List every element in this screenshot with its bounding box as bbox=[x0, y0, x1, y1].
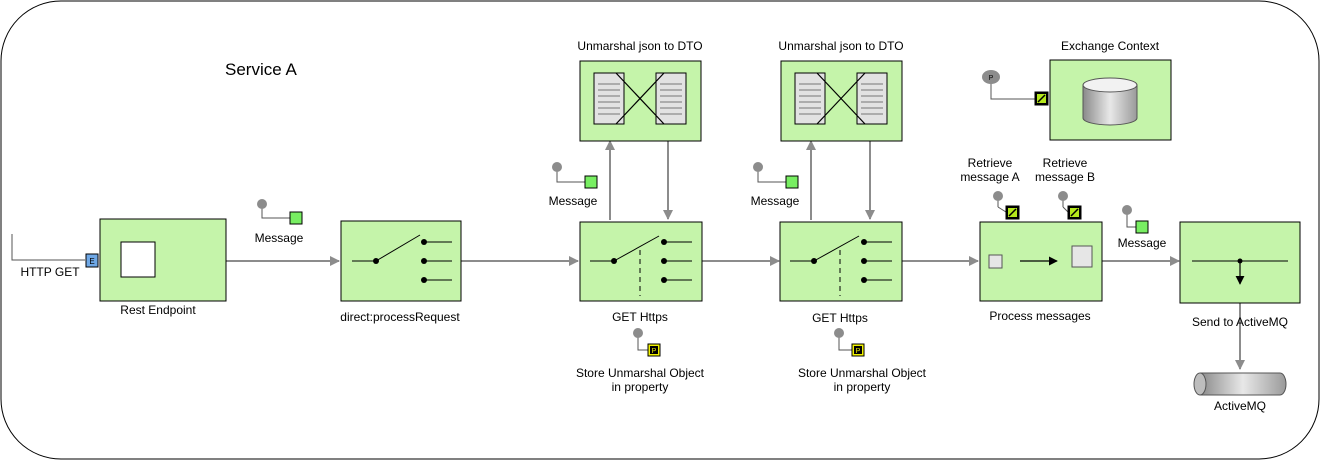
translator-icon bbox=[593, 72, 687, 125]
store-property-marker-1: P bbox=[633, 328, 661, 357]
message-label-2: Message bbox=[548, 194, 598, 208]
process-messages-label: Process messages bbox=[989, 309, 1091, 323]
database-icon bbox=[1082, 77, 1138, 126]
context-property-letter: P bbox=[989, 75, 994, 82]
retrieve-property-marker-a bbox=[993, 191, 1020, 220]
message-marker-3 bbox=[753, 162, 799, 189]
send-activemq-node[interactable] bbox=[1179, 221, 1301, 304]
message-marker-4 bbox=[1122, 205, 1149, 234]
send-activemq-label: Send to ActiveMQ bbox=[1191, 315, 1289, 329]
context-property-marker: P bbox=[982, 70, 1049, 106]
endpoint-badge: E bbox=[85, 253, 99, 268]
get-https-1-node[interactable] bbox=[579, 221, 703, 302]
retrieve-property-marker-b bbox=[1058, 191, 1082, 220]
get-https-2-node[interactable] bbox=[779, 221, 903, 302]
activemq-label: ActiveMQ bbox=[1213, 399, 1266, 413]
message-label-4: Message bbox=[1117, 236, 1167, 250]
direct-process-label: direct:processRequest bbox=[340, 310, 460, 324]
unmarshal-2-node[interactable] bbox=[780, 60, 903, 142]
get-https-1-label: GET Https bbox=[612, 310, 668, 324]
message-label-3: Message bbox=[750, 194, 800, 208]
activemq-queue[interactable] bbox=[1193, 372, 1287, 396]
endpoint-badge-letter: E bbox=[89, 257, 94, 266]
unmarshal-1-label: Unmarshal json to DTO bbox=[577, 39, 703, 53]
property-badge-letter: P bbox=[652, 348, 657, 355]
direct-process-node[interactable] bbox=[340, 220, 462, 302]
process-out-box bbox=[1071, 245, 1093, 268]
exchange-context-node[interactable] bbox=[1049, 59, 1172, 141]
exchange-context-label: Exchange Context bbox=[1060, 39, 1160, 53]
property-badge-letter: P bbox=[856, 348, 861, 355]
process-messages-node[interactable] bbox=[979, 221, 1103, 302]
store-property-2-label: Store Unmarshal Object in property bbox=[797, 366, 927, 394]
http-get-label: HTTP GET bbox=[20, 265, 80, 279]
retrieve-b-label: Retrieve message B bbox=[1034, 156, 1096, 184]
get-https-2-label: GET Https bbox=[812, 311, 868, 325]
translator-icon bbox=[794, 72, 888, 125]
message-marker-1 bbox=[257, 199, 303, 225]
unmarshal-1-node[interactable] bbox=[579, 60, 702, 142]
rest-endpoint-node[interactable] bbox=[99, 218, 227, 302]
service-title: Service A bbox=[225, 60, 297, 79]
unmarshal-2-label: Unmarshal json to DTO bbox=[778, 39, 904, 53]
endpoint-inner-box bbox=[120, 241, 156, 278]
store-property-1-label: Store Unmarshal Object in property bbox=[575, 366, 705, 394]
message-label-1: Message bbox=[254, 231, 304, 245]
retrieve-a-label: Retrieve message A bbox=[960, 156, 1020, 184]
store-property-marker-2: P bbox=[834, 328, 865, 357]
rest-endpoint-label: Rest Endpoint bbox=[120, 303, 196, 317]
router-icon bbox=[352, 234, 452, 281]
http-get-line bbox=[11, 234, 85, 261]
message-marker-2 bbox=[552, 162, 598, 189]
connectors bbox=[226, 140, 1245, 370]
process-in-box bbox=[988, 254, 1003, 269]
